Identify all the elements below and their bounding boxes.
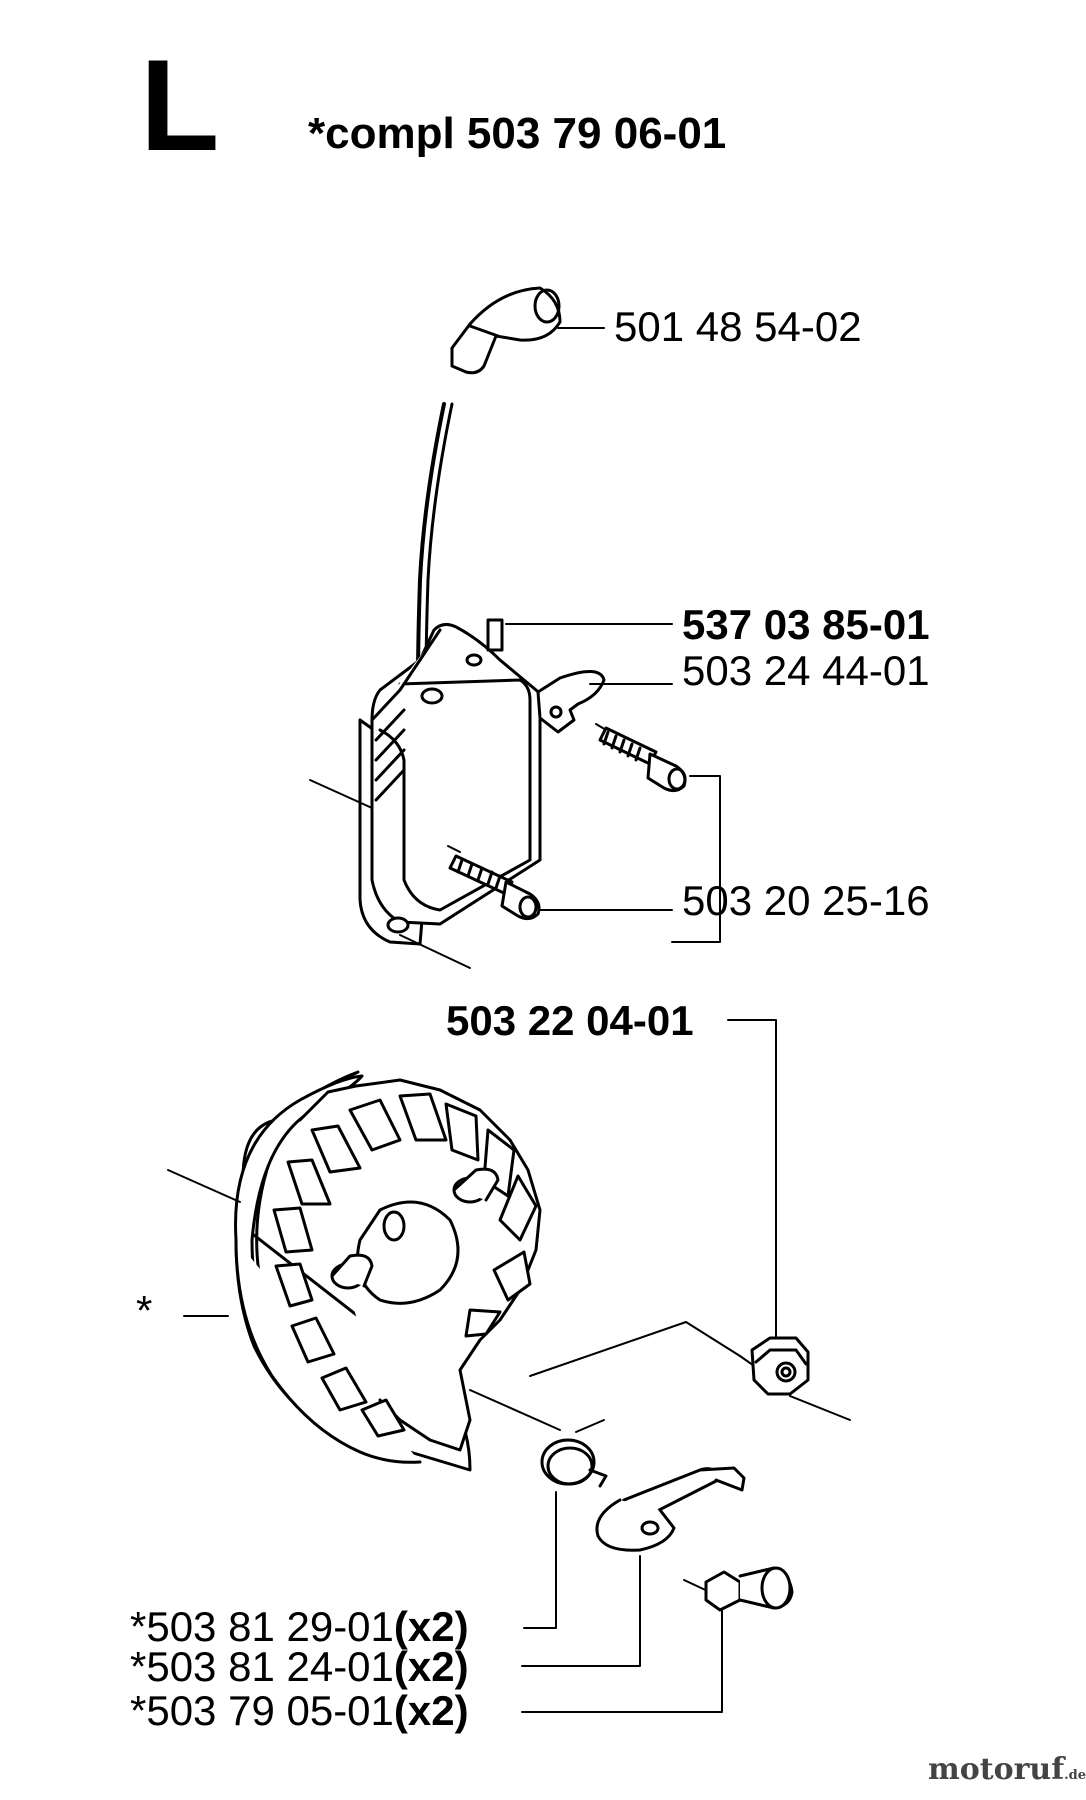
pawl-drawing: [595, 1466, 746, 1552]
label-terminal-clip: 503 24 44-01: [682, 647, 930, 694]
upper-screw-drawing: [595, 723, 687, 793]
pawl-part-number: *503 81 24-01: [130, 1643, 394, 1690]
label-ignition-module: 537 03 85-01: [682, 601, 930, 648]
flywheel-drawing: [234, 1070, 542, 1472]
label-flywheel-mark: *: [136, 1287, 153, 1334]
watermark-tld: .de: [1064, 1768, 1086, 1783]
spark-plug-cap-drawing: [450, 286, 562, 375]
label-pin: *503 79 05-01(x2): [130, 1690, 469, 1732]
ignition-module-drawing: [358, 618, 545, 946]
leader-lines: [183, 327, 777, 1713]
terminal-clip-drawing: [536, 670, 606, 734]
watermark-logo: motoruf.de: [928, 1752, 1086, 1787]
pawl-quantity: (x2): [393, 1643, 469, 1690]
pin-quantity: (x2): [393, 1687, 469, 1734]
label-screws: 503 20 25-16: [682, 877, 930, 924]
label-spring: *503 81 29-01(x2): [130, 1606, 469, 1648]
complete-kit-number: *compl 503 79 06-01: [308, 109, 727, 158]
label-spark-plug-cap: 501 48 54-02: [614, 303, 862, 350]
ht-lead-drawing: [416, 402, 446, 682]
section-letter: L: [140, 32, 220, 178]
flywheel-nut-drawing: [750, 1336, 810, 1396]
label-flywheel-nut: 503 22 04-01: [446, 997, 694, 1044]
label-pawl: *503 81 24-01(x2): [130, 1646, 469, 1688]
watermark-name: motoruf: [928, 1752, 1065, 1787]
pin-drawing: [683, 1566, 794, 1612]
spring-drawing: [540, 1419, 608, 1488]
spring-quantity: (x2): [393, 1603, 469, 1650]
lower-screw-drawing: [447, 845, 541, 921]
pin-part-number: *503 79 05-01: [130, 1687, 394, 1734]
spring-part-number: *503 81 29-01: [130, 1603, 394, 1650]
